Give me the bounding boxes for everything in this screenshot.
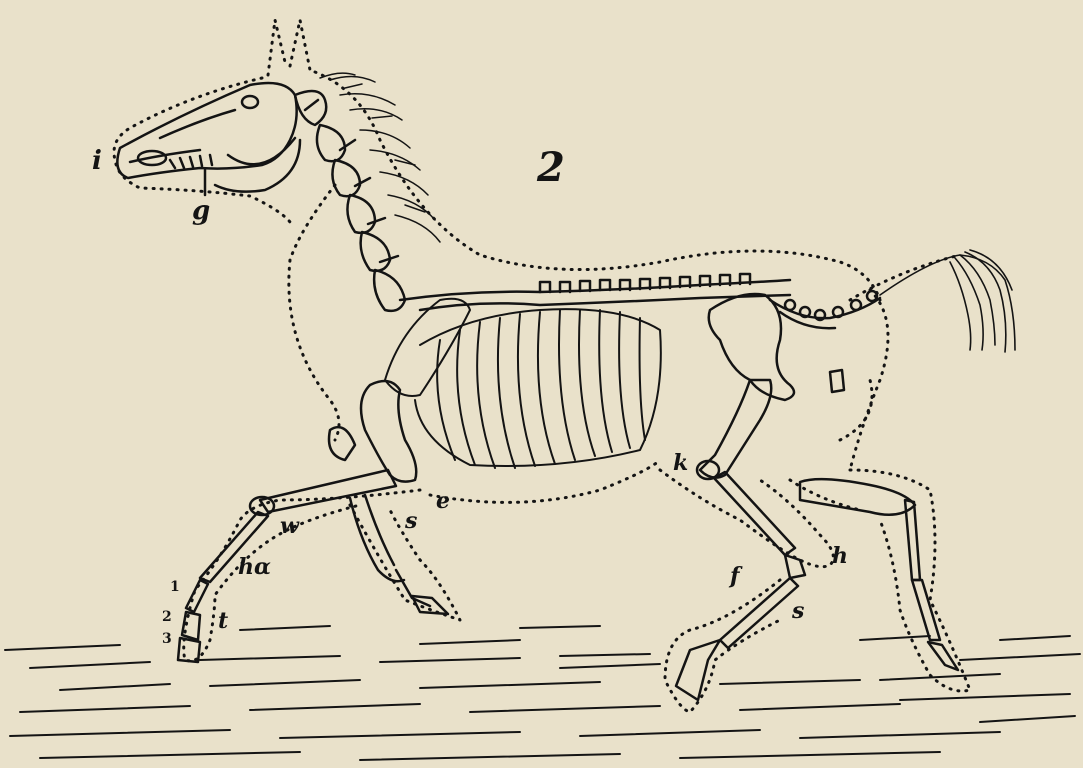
label-e: e — [436, 490, 450, 512]
skull — [117, 83, 300, 195]
label-w: w — [280, 515, 299, 537]
pelvis — [709, 294, 844, 400]
label-s-front: s — [405, 510, 417, 532]
label-g: g — [192, 198, 210, 224]
label-h: h — [832, 545, 848, 567]
tail-hair — [880, 250, 1015, 352]
spine — [400, 274, 790, 310]
body-outline-dotted — [114, 20, 970, 712]
tail-vertebrae — [770, 291, 880, 328]
figure-number: 2 — [537, 148, 565, 188]
label-ha: hα — [238, 556, 271, 578]
label-f: f — [730, 565, 739, 587]
label-s-hind: s — [792, 600, 804, 622]
ribcage — [385, 299, 661, 468]
neck-vertebrae — [295, 91, 405, 311]
mane — [320, 73, 440, 242]
hindlimb-bones — [676, 380, 958, 700]
label-digit-3: 3 — [162, 632, 172, 646]
label-i: i — [92, 148, 102, 174]
label-digit-1: 1 — [170, 580, 180, 594]
label-k: k — [673, 452, 688, 474]
label-digit-2: 2 — [162, 610, 172, 624]
label-t: t — [218, 610, 228, 632]
